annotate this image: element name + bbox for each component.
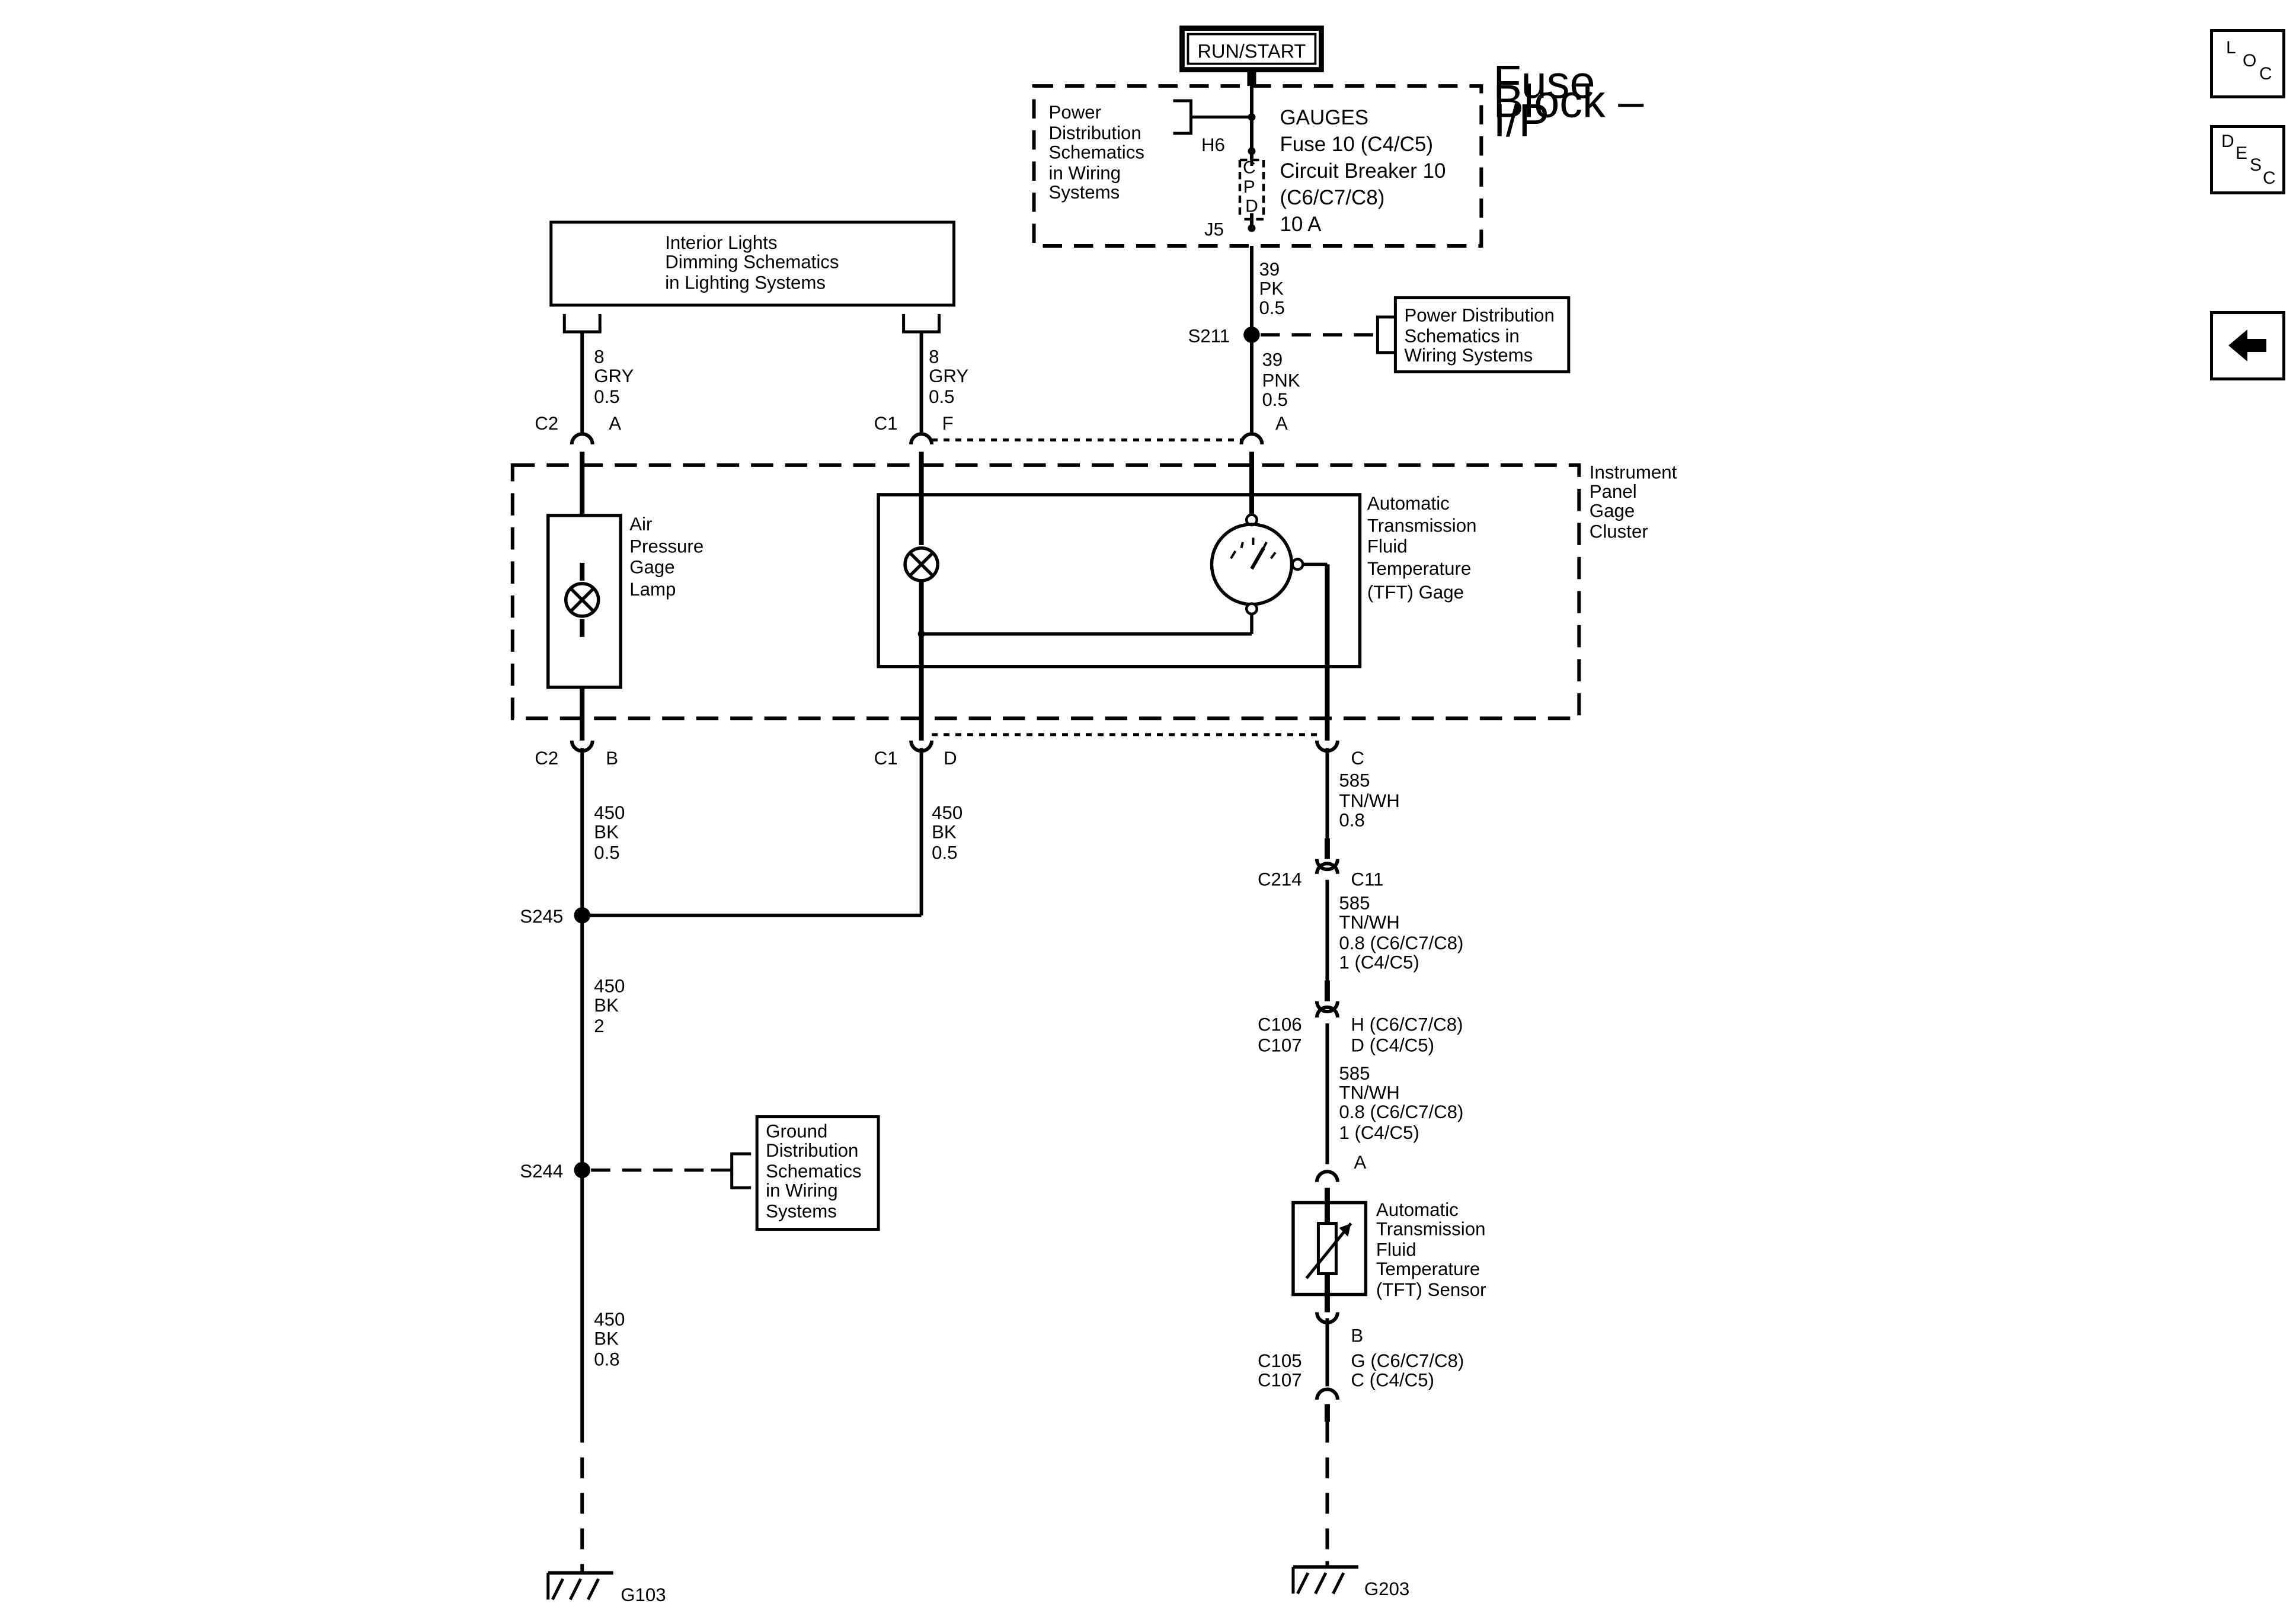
desc-button[interactable]: D E S C xyxy=(2210,125,2285,194)
wire-39-pnk-label: 39 PNK 0.5 xyxy=(1262,349,1305,409)
svg-text:D: D xyxy=(944,748,957,769)
connector-c1-top: C1 xyxy=(874,413,898,434)
wire-8-gry-left-label: 8 GRY 0.5 xyxy=(594,346,639,406)
wire-39-pk-label: 39 PK 0.5 xyxy=(1259,259,1288,318)
fuse-terminal-j5: J5 xyxy=(1204,219,1224,239)
lamp-icon xyxy=(564,582,600,618)
svg-text:A: A xyxy=(1275,413,1288,434)
connector-c2-top: C2 xyxy=(535,413,558,434)
connector-c214: C214 xyxy=(1258,869,1302,890)
svg-text:C11: C11 xyxy=(1351,869,1383,890)
wire-585-1-label: 585 TN/WH 0.8 xyxy=(1339,770,1405,830)
connector-c105-pins: G (C6/C7/C8) C (C4/C5) xyxy=(1351,1350,1469,1390)
svg-text:F: F xyxy=(942,413,954,434)
wire-450-08-label: 450 BK 0.8 xyxy=(594,1309,630,1369)
svg-text:B: B xyxy=(606,748,618,769)
splice-s211 xyxy=(1243,327,1260,343)
cpd-letters: C P D xyxy=(1243,158,1261,216)
connector-c106-c107: C106 C107 xyxy=(1258,1014,1307,1056)
fuse-power-ref: Power Distribution Schematics in Wiring … xyxy=(1049,102,1150,203)
ground-ref-label: Ground Distribution Schematics in Wiring… xyxy=(766,1121,866,1222)
wire-450-right-label: 450 BK 0.5 xyxy=(932,802,968,863)
fuse-block-title: Fuse Block – I/P xyxy=(1493,57,1657,146)
splice-s244 xyxy=(574,1161,590,1179)
fuse-block-outline xyxy=(1032,84,1483,248)
ground-g103-label: G103 xyxy=(621,1585,666,1605)
svg-text:A: A xyxy=(609,413,621,434)
connector-c2-bottom: C2 xyxy=(535,748,558,769)
wire-450-left-label: 450 BK 0.5 xyxy=(594,802,630,863)
fuse-terminal-h6: H6 xyxy=(1201,135,1225,155)
run-start-label: RUN/START xyxy=(1198,41,1306,62)
svg-text:C: C xyxy=(1351,748,1364,769)
svg-text:A: A xyxy=(1354,1152,1366,1173)
wire-8-gry-right-label: 8 GRY 0.5 xyxy=(929,346,974,406)
ground-g203-label: G203 xyxy=(1364,1579,1409,1599)
thermistor-icon xyxy=(1316,1222,1338,1276)
power-ref-right: Power Distribution Schematics in Wiring … xyxy=(1404,305,1559,365)
dimming-schematics-box xyxy=(549,220,956,307)
tft-gage-label: Automatic Transmission Fluid Temperature… xyxy=(1367,493,1482,603)
ground-ref-box xyxy=(755,1115,880,1231)
connector-c106-pins: H (C6/C7/C8) D (C4/C5) xyxy=(1351,1014,1468,1056)
fuse-description: GAUGES Fuse 10 (C4/C5) Circuit Breaker 1… xyxy=(1280,106,1451,236)
loc-button[interactable]: L O C xyxy=(2210,29,2285,98)
splice-s244-label: S244 xyxy=(520,1161,563,1182)
air-pressure-lamp-label: Air Pressure Gage Lamp xyxy=(629,514,709,600)
gauge-icon xyxy=(1210,523,1294,606)
back-button[interactable] xyxy=(2210,311,2285,380)
svg-text:B: B xyxy=(1351,1326,1363,1346)
cluster-title: Instrument Panel Gage Cluster xyxy=(1590,462,1682,542)
tft-gage-box xyxy=(877,493,1362,668)
wire-450-2-label: 450 BK 2 xyxy=(594,976,630,1036)
splice-s245 xyxy=(574,907,590,924)
left-arrow-icon xyxy=(2228,329,2266,361)
connector-c1-bottom: C1 xyxy=(874,748,898,769)
splice-s245-label: S245 xyxy=(520,906,563,927)
wire-585-3-label: 585 TN/WH 0.8 (C6/C7/C8) 1 (C4/C5) xyxy=(1339,1063,1469,1143)
dimming-box-label: Interior Lights Dimming Schematics in Li… xyxy=(665,232,844,293)
splice-s211-label: S211 xyxy=(1188,325,1230,346)
gage-lamp-icon xyxy=(903,546,939,582)
instrument-cluster-outline xyxy=(510,463,1581,721)
connector-c105-c107: C105 C107 xyxy=(1258,1350,1307,1390)
wire-585-2-label: 585 TN/WH 0.8 (C6/C7/C8) 1 (C4/C5) xyxy=(1339,893,1469,973)
tft-sensor-label: Automatic Transmission Fluid Temperature… xyxy=(1376,1199,1491,1300)
